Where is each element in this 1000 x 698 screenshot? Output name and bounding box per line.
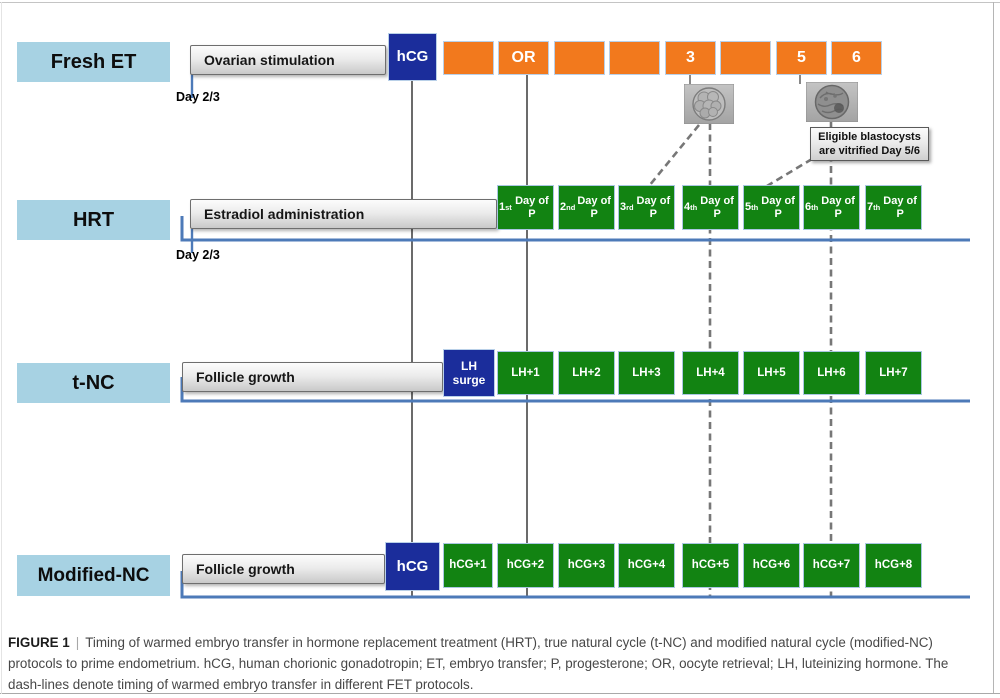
fresh-et-timeline-box-3 — [554, 41, 605, 75]
modified-nc-row-label: Modified-NC — [17, 555, 170, 596]
frame-left-border — [1, 2, 2, 694]
t-nc-timeline-box-6: LH+6 — [803, 351, 860, 395]
modified-nc-timeline-box-6: hCG+6 — [743, 543, 800, 588]
hrt-day-label: Day 2/3 — [176, 248, 220, 262]
lh-surge-box: LH surge — [443, 349, 495, 397]
fresh-et-row-label: Fresh ET — [17, 42, 170, 82]
frame-right-border — [993, 2, 994, 694]
t-nc-timeline-box-1: LH+1 — [497, 351, 554, 395]
modified-nc-timeline-box-2: hCG+2 — [497, 543, 554, 588]
t-nc-timeline-box-7: LH+7 — [865, 351, 922, 395]
fresh-et-timeline-box-5: 3 — [665, 41, 716, 75]
ovarian-stimulation-box: Ovarian stimulation — [190, 45, 386, 75]
t-nc-timeline-box-5: LH+5 — [743, 351, 800, 395]
t-nc-follicle-growth-box: Follicle growth — [182, 362, 443, 392]
vitrified-annotation-line2: are vitrified Day 5/6 — [819, 145, 920, 157]
fresh-et-timeline-box-8: 6 — [831, 41, 882, 75]
frame-bottom-border — [0, 693, 1000, 694]
modified-nc-timeline-box-7: hCG+7 — [803, 543, 860, 588]
modified-nc-hcg-trigger-box: hCG — [385, 542, 440, 591]
modified-nc-timeline-box-3: hCG+3 — [558, 543, 615, 588]
frame-top-border — [0, 2, 1000, 3]
day3-diagonal-dashed-line — [647, 124, 701, 187]
fresh-et-timeline-box-4 — [609, 41, 660, 75]
fresh-et-timeline-box-7: 5 — [776, 41, 827, 75]
hrt-row-label: HRT — [17, 200, 170, 240]
t-nc-timeline-box-4: LH+4 — [682, 351, 739, 395]
modified-nc-timeline-box-4: hCG+4 — [618, 543, 675, 588]
day-5-blastocyst-image — [806, 82, 858, 122]
vitrified-annotation-line1: Eligible blastocysts — [818, 131, 921, 143]
t-nc-timeline-box-3: LH+3 — [618, 351, 675, 395]
fresh-et-day-label: Day 2/3 — [176, 90, 220, 104]
figure-caption-separator: | — [75, 635, 80, 650]
figure-caption-text: Timing of warmed embryo transfer in horm… — [8, 635, 949, 693]
t-nc-row-label: t-NC — [17, 363, 170, 403]
modified-nc-follicle-growth-box: Follicle growth — [182, 554, 385, 584]
modified-nc-timeline-box-8: hCG+8 — [865, 543, 922, 588]
day5-diagonal-dashed-line — [766, 157, 813, 188]
fresh-et-timeline-box-1 — [443, 41, 494, 75]
figure-caption-label: FIGURE 1 — [8, 635, 70, 650]
day-3-embryo-image — [684, 84, 734, 124]
t-nc-timeline-box-2: LH+2 — [558, 351, 615, 395]
figure-caption: FIGURE 1 |Timing of warmed embryo transfe… — [8, 632, 984, 696]
vitrified-annotation: Eligible blastocysts are vitrified Day 5… — [810, 127, 929, 161]
modified-nc-timeline-box-5: hCG+5 — [682, 543, 739, 588]
estradiol-administration-box: Estradiol administration — [190, 199, 497, 229]
fresh-et-timeline-box-6 — [720, 41, 771, 75]
hrt-baseline — [180, 216, 970, 242]
fresh-et-timeline-box-2: OR — [498, 41, 549, 75]
fresh-et-hcg-trigger-box: hCG — [388, 33, 437, 81]
modified-nc-timeline-box-1: hCG+1 — [443, 543, 493, 588]
